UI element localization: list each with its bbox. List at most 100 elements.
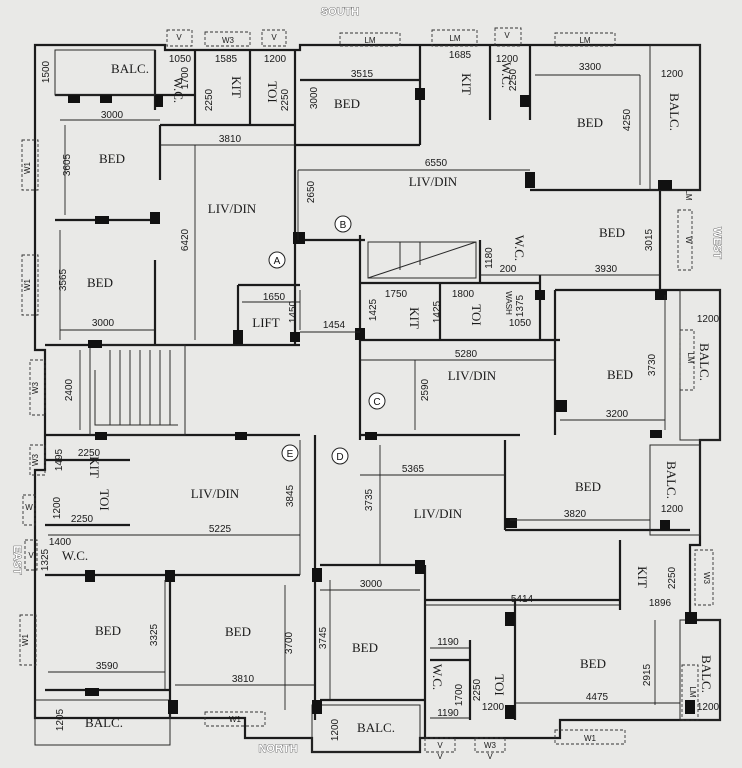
room-kit-e: KIT (87, 456, 102, 478)
room-bed-e2: BED (225, 624, 251, 639)
window-label-v: V (28, 551, 34, 560)
dim-text: 1650 (263, 292, 286, 303)
window-label-w1: W1 (584, 734, 597, 743)
dim-text: 3590 (96, 661, 119, 672)
window-label-w3: W3 (31, 453, 40, 466)
dim-text: 3605 (62, 153, 73, 176)
window-label-w3: W3 (702, 572, 711, 585)
dim-text: 1495 (54, 448, 65, 471)
window-label-v: V (487, 752, 493, 761)
window-label-w1: W1 (23, 161, 32, 174)
orientation-east: EAST (11, 545, 23, 575)
room-bed-c1: BED (607, 367, 633, 382)
dim-text: 3700 (284, 631, 295, 654)
room-livdin-b: LIV/DIN (409, 174, 458, 189)
room-toi-a: TOI (265, 81, 280, 102)
window-label-v: V (176, 33, 182, 42)
dim-text: 1205 (55, 708, 66, 731)
staircase (89, 344, 186, 436)
dim-text: 1450 (288, 300, 299, 323)
dim-text: 1700 (454, 683, 465, 706)
room-bed-b3: BED (599, 225, 625, 240)
dim-text: 2400 (64, 378, 75, 401)
window-label-lm: LM (449, 34, 460, 43)
flat-marker-b (334, 215, 352, 233)
room-toi-c: TOI (469, 304, 484, 325)
dim-text: 3820 (564, 509, 587, 520)
window-label-w3: W3 (31, 381, 40, 394)
dim-text: 3810 (232, 674, 255, 685)
dim-text: 3745 (318, 626, 329, 649)
flat-marker-b-label: B (340, 220, 347, 231)
dim-text: 1180 (484, 247, 495, 269)
dim-text: 1200 (661, 69, 684, 80)
window-label-lm: LM (579, 36, 590, 45)
dim-text: 1200 (264, 54, 287, 65)
dim-text: 1800 (452, 289, 475, 300)
dim-text: 1700 (180, 66, 191, 89)
window-label-v: V (271, 33, 277, 42)
dim-text: 3735 (364, 488, 375, 511)
room-wc-a: W.C. (171, 77, 186, 103)
columns (68, 88, 697, 719)
dim-text: 1200 (496, 54, 519, 65)
dim-text: 4250 (622, 108, 633, 131)
flat-marker-e-label: E (287, 449, 294, 460)
room-livdin-e: LIV/DIN (191, 486, 240, 501)
dim-text: 2250 (472, 678, 483, 701)
window-labels: V W3 V LM V LM LM W1 W1 W3 W W3 LM W3 W … (21, 31, 711, 761)
orientation-north: NORTH (258, 743, 297, 755)
room-kit-b: KIT (459, 73, 474, 95)
flat-marker-d (331, 447, 349, 465)
dim-text: 4475 (586, 692, 609, 703)
dim-text: 1200 (697, 314, 720, 325)
dim-text: 1325 (40, 548, 51, 571)
dim-text: 2250 (508, 68, 519, 91)
window-label-v: V (504, 31, 510, 40)
window-label-v: V (437, 752, 443, 761)
room-bed-b2: BED (577, 115, 603, 130)
flat-markers: A B C D E (268, 215, 386, 465)
dim-text: 5225 (209, 524, 232, 535)
dim-text: 3325 (149, 623, 160, 646)
orientation-west: WEST (711, 227, 723, 259)
dim-text: 1425 (368, 298, 379, 321)
room-balc-d3: BALC. (699, 655, 714, 693)
dim-text: 1050 (509, 318, 532, 329)
room-livdin-d: LIV/DIN (414, 506, 463, 521)
dim-text: 3845 (285, 484, 296, 507)
room-kit-c: KIT (407, 307, 422, 329)
dim-text: 1200 (661, 504, 684, 515)
room-lift: LIFT (252, 315, 280, 330)
dim-text: 2250 (204, 88, 215, 111)
dim-text: 1200 (52, 496, 63, 519)
window-label-w1: W1 (23, 278, 32, 291)
room-kit-d: KIT (635, 566, 650, 588)
dimension-lines (48, 74, 680, 719)
dim-text: 1896 (649, 598, 672, 609)
dim-text: 1375 (515, 294, 526, 317)
window-label-w3: W3 (484, 741, 497, 750)
dim-text: 1050 (169, 54, 192, 65)
dim-text: 1190 (437, 708, 459, 719)
window-label-lm: LM (686, 352, 695, 363)
dim-text: 3300 (579, 62, 602, 73)
dim-text: 2250 (667, 566, 678, 589)
room-bed-a1: BED (99, 151, 125, 166)
room-bed-d1: BED (575, 479, 601, 494)
room-bed-d3: BED (580, 656, 606, 671)
dim-text: 5280 (455, 349, 478, 360)
windows (19, 27, 714, 753)
room-bed-a2: BED (87, 275, 113, 290)
dim-text: 1750 (385, 289, 408, 300)
window-label-lm: LM (364, 36, 375, 45)
room-wc-e: W.C. (62, 548, 88, 563)
flat-marker-e (281, 444, 299, 462)
room-balc-b: BALC. (667, 93, 682, 131)
dim-text: 1200 (697, 702, 720, 713)
flat-marker-a-label: A (274, 256, 281, 267)
dim-text: 1454 (323, 320, 346, 331)
dim-text: 2915 (642, 663, 653, 686)
dim-text: 5414 (511, 594, 534, 605)
window-label-w3: W3 (222, 36, 235, 45)
